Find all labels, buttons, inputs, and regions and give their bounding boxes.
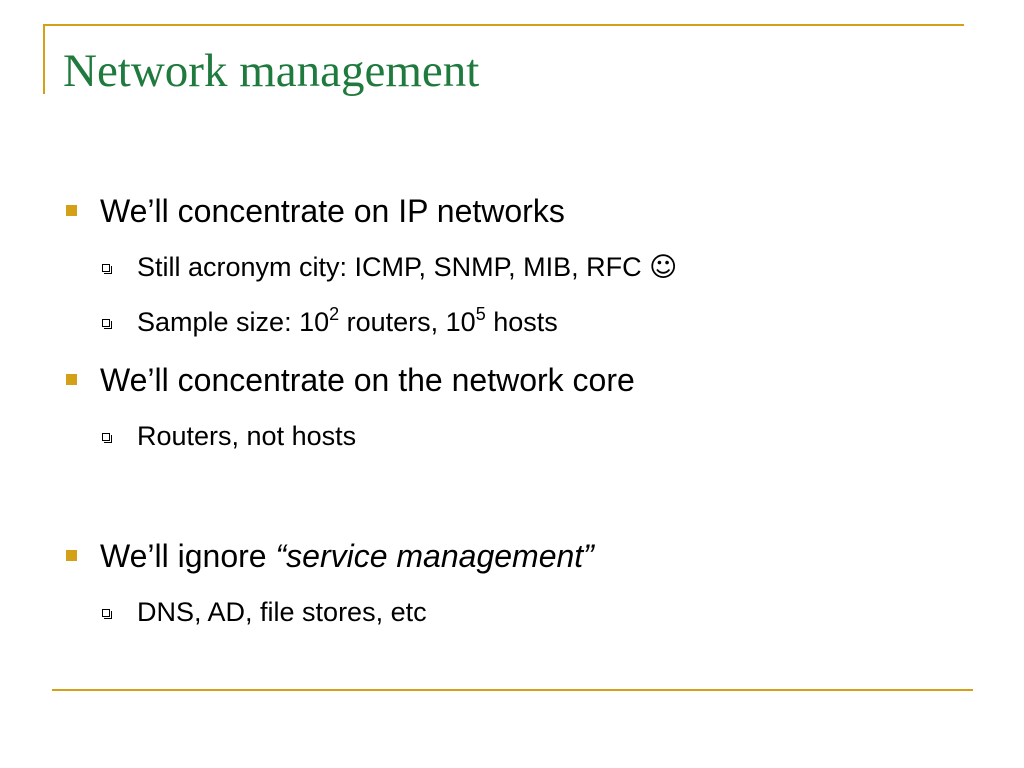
top-accent-line (43, 24, 964, 26)
router-exponent: 2 (329, 304, 340, 324)
square-bullet-icon (66, 550, 77, 561)
hollow-square-bullet-icon (102, 433, 112, 443)
subbullet-text: Still acronym city: ICMP, SNMP, MIB, RFC (137, 252, 642, 282)
subbullet-text: Routers, not hosts (137, 421, 357, 451)
sample-size-prefix: Sample size: 10 (137, 307, 330, 337)
bullet-text-wrap: We’ll ignore “service management” (100, 537, 594, 575)
host-exponent: 5 (475, 304, 486, 324)
subbullet-text-wrap: Sample size: 102 routers, 105 hosts (137, 304, 558, 338)
bullet-text: We’ll concentrate on IP networks (100, 193, 565, 229)
hollow-square-bullet-icon (102, 609, 112, 619)
subbullet-text: DNS, AD, file stores, etc (137, 597, 427, 627)
hollow-square-bullet-icon (102, 264, 112, 274)
left-accent-line (43, 24, 45, 94)
bottom-accent-line (52, 689, 973, 691)
subbullet-text-wrap: Still acronym city: ICMP, SNMP, MIB, RFC… (137, 251, 677, 284)
sample-size-suffix: hosts (485, 307, 558, 337)
smiley-icon: ☺ (649, 252, 678, 283)
bullet-text: We’ll ignore (100, 538, 276, 574)
square-bullet-icon (66, 374, 77, 385)
sample-size-mid: routers, 10 (339, 307, 476, 337)
slide-title: Network management (63, 45, 480, 97)
bullet-text: We’ll concentrate on the network core (100, 362, 635, 398)
square-bullet-icon (66, 205, 77, 216)
hollow-square-bullet-icon (102, 319, 112, 329)
italic-phrase: “service management” (275, 538, 594, 574)
